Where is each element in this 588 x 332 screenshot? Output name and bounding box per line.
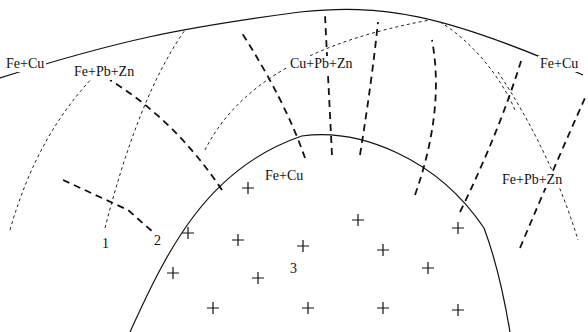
callout-number: 3 <box>288 261 299 277</box>
zone-label: Fe+Cu <box>4 56 46 72</box>
zone-boundary <box>10 20 578 240</box>
zone-label: Fe+Pb+Zn <box>500 172 564 188</box>
intrusion-outline <box>128 128 514 332</box>
intrusion-contact <box>130 135 510 332</box>
fault-line <box>63 15 585 248</box>
zone-label: Fe+Cu <box>538 56 580 72</box>
zone-label: Cu+Pb+Zn <box>288 56 354 72</box>
callout-number: 1 <box>100 236 111 252</box>
zone-label: Fe+Cu <box>263 168 305 184</box>
zone-label: Fe+Pb+Zn <box>72 64 136 80</box>
intrusion-body: Fe+Cu 3 <box>128 128 514 332</box>
callout-number: 2 <box>152 233 163 249</box>
granite-pattern <box>167 182 464 316</box>
